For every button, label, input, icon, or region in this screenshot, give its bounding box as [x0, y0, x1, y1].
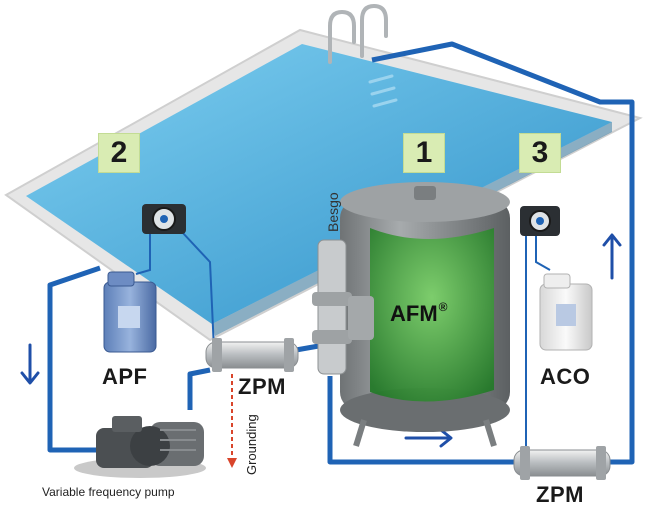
step-badge-3: 3: [519, 133, 561, 173]
pipe-right: [371, 41, 635, 465]
arrow-right-icon: [404, 428, 453, 448]
pipe-network: [47, 41, 635, 465]
arrow-up-icon: [602, 233, 622, 280]
pool-ladder-icon: [328, 3, 398, 108]
dosing-pump-icon: [142, 204, 186, 234]
step-badge-2: 2: [98, 133, 140, 173]
apf-label: APF: [102, 364, 148, 389]
aco-canister: [539, 273, 593, 351]
pipe-pump-zpm: [187, 367, 211, 410]
pool-water: [26, 44, 612, 324]
arrow-down-icon: [20, 343, 40, 385]
afm-filter-tank: [340, 182, 510, 447]
apf-canister: [103, 271, 157, 353]
afm-text: AFM: [390, 301, 438, 326]
pipe-left: [47, 265, 101, 453]
zpm-tube-left: [205, 338, 299, 372]
zpm-bottom-label: ZPM: [536, 482, 584, 507]
zpm-tube-bottom: [513, 446, 611, 480]
grounding-line: [227, 374, 237, 468]
dosing-lines: [135, 231, 551, 448]
afm-label: AFM®: [390, 300, 448, 327]
dosing-pump-icon: [520, 206, 560, 236]
grounding-label: Grounding: [244, 414, 259, 475]
pipe-bottom: [327, 376, 520, 465]
aco-label: ACO: [540, 364, 591, 389]
variable-frequency-pump: [74, 416, 206, 478]
step-badge-1: 1: [403, 133, 445, 173]
pump-label: Variable frequency pump: [42, 485, 175, 499]
afm-registered-mark: ®: [438, 300, 448, 314]
zpm-left-label: ZPM: [238, 374, 286, 399]
besgo-valve: [312, 239, 374, 375]
besgo-label: Besgo: [325, 192, 341, 232]
